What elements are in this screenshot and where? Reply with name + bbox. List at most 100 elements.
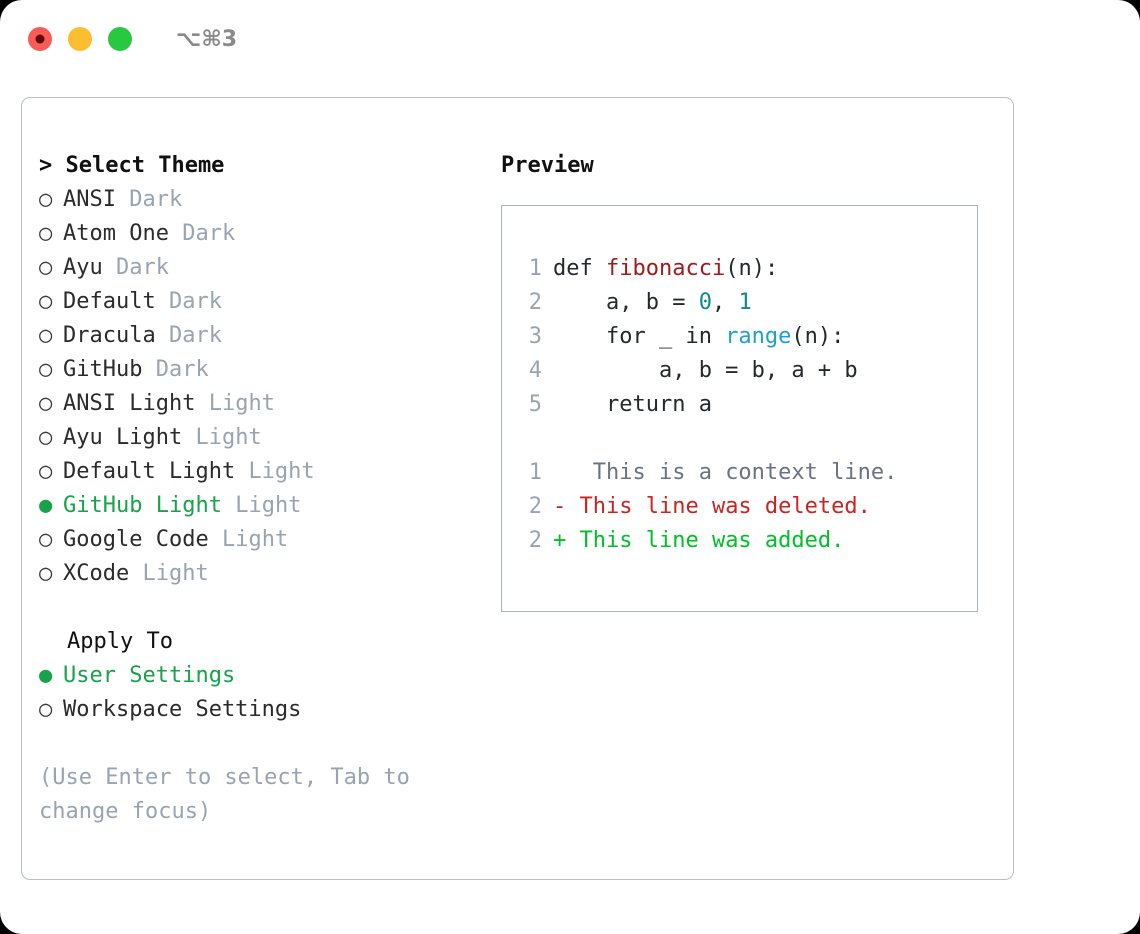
theme-option-category: Dark bbox=[168, 323, 222, 348]
line-number: 3 bbox=[528, 324, 542, 349]
code-line: 2 a, b = 0, 1 bbox=[516, 286, 977, 320]
apply-to-option-user-settings[interactable]: ●User Settings bbox=[39, 659, 499, 693]
theme-option-default[interactable]: ○ Default Dark bbox=[39, 285, 499, 319]
diff-text: This is a context line. bbox=[566, 460, 898, 485]
content-panel: > Select Theme ○ANSI Dark○Atom One Dark○… bbox=[21, 97, 1014, 880]
theme-option-label: Default Light bbox=[63, 459, 236, 484]
radio-unselected-icon: ○ bbox=[39, 255, 53, 280]
diff-line: 2+ This line was added. bbox=[516, 524, 977, 558]
code-token: for _ in bbox=[553, 324, 726, 349]
theme-option-category: Light bbox=[248, 459, 315, 484]
list-spacer bbox=[39, 591, 499, 625]
code-token: , bbox=[711, 290, 739, 315]
radio-unselected-icon: ○ bbox=[39, 221, 53, 246]
theme-option-ayu[interactable]: ○Ayu Dark bbox=[39, 251, 499, 285]
code-line: 3 for _ in range(n): bbox=[516, 320, 977, 354]
radio-unselected-icon: ○ bbox=[39, 697, 53, 722]
apply-to-option-workspace-settings[interactable]: ○ Workspace Settings bbox=[39, 693, 499, 727]
radio-selected-icon: ● bbox=[39, 663, 53, 688]
line-number: 2 bbox=[528, 290, 542, 315]
radio-unselected-icon: ○ bbox=[39, 187, 53, 212]
code-token: range bbox=[725, 324, 792, 349]
theme-option-label: Dracula bbox=[63, 323, 156, 348]
theme-option-label: ANSI bbox=[63, 187, 116, 212]
apply-to-list: ●User Settings ○ Workspace Settings bbox=[39, 659, 499, 727]
diff-marker: + bbox=[553, 528, 567, 553]
diff-text: This line was deleted. bbox=[566, 494, 871, 519]
code-diff-spacer bbox=[516, 422, 977, 456]
line-number: 4 bbox=[528, 358, 542, 383]
minimize-button[interactable] bbox=[68, 27, 92, 51]
code-token: (n): bbox=[725, 256, 779, 281]
radio-unselected-icon: ○ bbox=[39, 323, 53, 348]
apply-to-heading: Apply To bbox=[67, 629, 173, 654]
code-token: a, b = b, a + b bbox=[553, 358, 858, 383]
theme-option-ayu-light[interactable]: ○ Ayu Light Light bbox=[39, 421, 499, 455]
theme-option-label: GitHub Light bbox=[63, 493, 222, 518]
radio-unselected-icon: ○ bbox=[39, 289, 53, 314]
line-number: 2 bbox=[528, 528, 542, 553]
theme-option-atom-one[interactable]: ○Atom One Dark bbox=[39, 217, 499, 251]
theme-option-github[interactable]: ○ GitHub Dark bbox=[39, 353, 499, 387]
line-number: 2 bbox=[528, 494, 542, 519]
theme-option-label: Atom One bbox=[63, 221, 169, 246]
radio-unselected-icon: ○ bbox=[39, 527, 53, 552]
radio-selected-icon: ● bbox=[39, 493, 53, 518]
diff-marker bbox=[553, 460, 566, 485]
line-number: 1 bbox=[528, 460, 542, 485]
theme-option-label: XCode bbox=[63, 561, 130, 586]
theme-option-label: GitHub bbox=[63, 357, 143, 382]
keyboard-hint-text: (Use Enter to select, Tab to change focu… bbox=[39, 765, 424, 824]
theme-option-label: Google Code bbox=[63, 527, 209, 552]
radio-unselected-icon: ○ bbox=[39, 561, 53, 586]
theme-option-category: Light bbox=[235, 493, 302, 518]
line-number: 1 bbox=[528, 256, 542, 281]
diff-marker: - bbox=[553, 494, 567, 519]
theme-option-category: Dark bbox=[155, 357, 209, 382]
theme-option-category: Light bbox=[142, 561, 209, 586]
theme-option-label: Default bbox=[63, 289, 156, 314]
code-token: 0 bbox=[698, 290, 712, 315]
preview-heading: Preview bbox=[501, 153, 594, 178]
theme-option-category: Light bbox=[208, 391, 275, 416]
theme-option-category: Light bbox=[221, 527, 289, 552]
line-number: 5 bbox=[528, 392, 542, 417]
radio-unselected-icon: ○ bbox=[39, 459, 53, 484]
code-token: (n): bbox=[791, 324, 845, 349]
theme-option-ansi-light[interactable]: ○ANSI Light Light bbox=[39, 387, 499, 421]
theme-option-default-light[interactable]: ○ Default Light Light bbox=[39, 455, 499, 489]
theme-option-ansi[interactable]: ○ ANSI Dark bbox=[39, 183, 499, 217]
theme-list: ○ ANSI Dark ○ Atom One Dark ○ Ayu Dark ○ Defaul… bbox=[39, 183, 499, 591]
code-line: 4 a, b = b, a + b bbox=[516, 354, 977, 388]
diff-sample: 1 This is a context line.2- This line wa… bbox=[516, 456, 977, 558]
code-token: fibonacci bbox=[605, 256, 726, 281]
code-token: 1 bbox=[738, 290, 752, 315]
code-token: def bbox=[553, 256, 606, 281]
theme-option-category: Dark bbox=[129, 187, 183, 212]
apply-to-option-label: Workspace Settings bbox=[63, 697, 302, 722]
theme-picker-column: > Select Theme ○ANSI Dark○Atom One Dark○… bbox=[39, 149, 499, 829]
radio-unselected-icon: ○ bbox=[39, 391, 53, 416]
code-line: 1 def fibonacci(n): bbox=[516, 252, 977, 286]
close-button[interactable] bbox=[28, 27, 52, 51]
theme-option-category: Light bbox=[195, 425, 262, 450]
theme-option-dracula[interactable]: ○ Dracula Dark bbox=[39, 319, 499, 353]
radio-unselected-icon: ○ bbox=[39, 425, 53, 450]
code-line: 5 return a bbox=[516, 388, 977, 422]
code-token: a, b = bbox=[553, 290, 699, 315]
zoom-button[interactable] bbox=[108, 27, 132, 51]
theme-option-label: Ayu bbox=[63, 255, 103, 280]
theme-option-category: Dark bbox=[168, 289, 222, 314]
theme-option-xcode[interactable]: ○ XCode Light bbox=[39, 557, 499, 591]
theme-option-label: Ayu Light bbox=[63, 425, 183, 450]
select-theme-heading: > Select Theme bbox=[39, 153, 225, 178]
radio-unselected-icon: ○ bbox=[39, 357, 53, 382]
diff-line: 1 This is a context line. bbox=[516, 456, 977, 490]
diff-line: 2- This line was deleted. bbox=[516, 490, 977, 524]
theme-option-github-light[interactable]: ● GitHub Light Light bbox=[39, 489, 499, 523]
theme-option-google-code[interactable]: ○ Google Code Light bbox=[39, 523, 499, 557]
